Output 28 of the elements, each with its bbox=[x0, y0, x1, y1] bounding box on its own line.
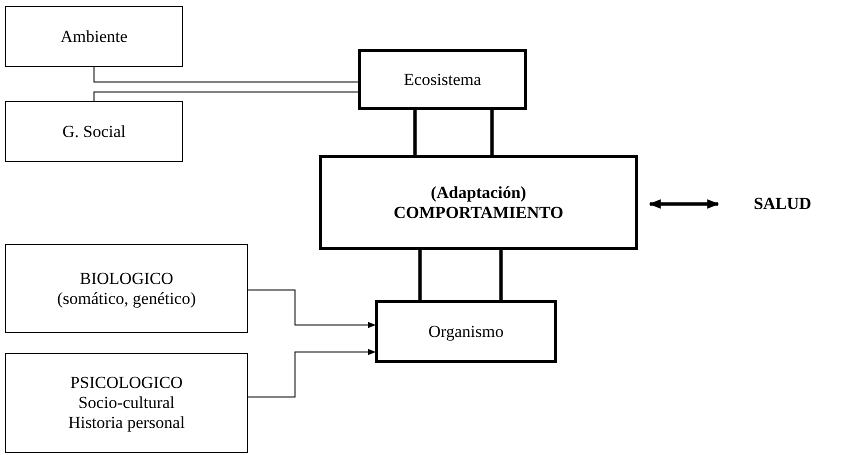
node-text: COMPORTAMIENTO bbox=[394, 202, 564, 222]
connector-line bbox=[418, 250, 422, 300]
arrow bbox=[248, 348, 376, 398]
arrow bbox=[648, 199, 720, 209]
node-title: Ecosistema bbox=[404, 70, 482, 90]
process-box bbox=[375, 300, 557, 363]
process-box bbox=[319, 155, 638, 250]
node-title: Organismo bbox=[428, 322, 504, 342]
node-title: PSICOLOGICO bbox=[70, 373, 183, 393]
connector-line bbox=[94, 92, 358, 102]
node-text: Historia personal bbox=[68, 413, 185, 433]
node-title: Ambiente bbox=[60, 26, 128, 46]
connector-line bbox=[499, 250, 503, 300]
factor-box bbox=[5, 244, 248, 333]
node-title: G. Social bbox=[62, 122, 126, 142]
entity-box bbox=[5, 6, 183, 67]
node-title: SALUD bbox=[754, 194, 812, 214]
factor-box bbox=[5, 353, 248, 453]
connector-line bbox=[490, 110, 494, 155]
entity-box bbox=[5, 101, 183, 162]
node-text: Socio-cultural bbox=[78, 393, 175, 413]
process-box bbox=[358, 49, 527, 110]
node-title: (Adaptación) bbox=[430, 182, 526, 202]
arrow bbox=[248, 290, 376, 328]
connector-line bbox=[413, 110, 417, 155]
connector-line bbox=[94, 66, 358, 82]
node-text: (somático, genético) bbox=[57, 288, 196, 308]
node-title: BIOLOGICO bbox=[80, 268, 174, 288]
